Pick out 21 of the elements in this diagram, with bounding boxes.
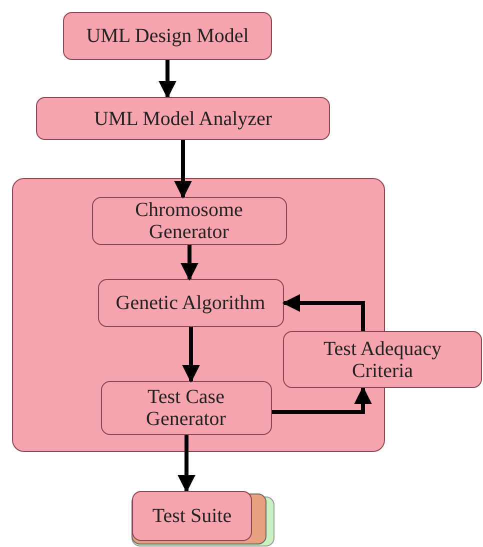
arrow	[282, 294, 365, 331]
arrow	[180, 245, 198, 281]
process-box	[132, 491, 252, 541]
arrow	[158, 60, 176, 99]
node-label: Test Adequacy Criteria	[322, 338, 442, 382]
process-box	[283, 331, 482, 388]
node-label: Genetic Algorithm	[116, 292, 266, 314]
node-label: Test Suite	[152, 505, 232, 527]
node-label: Chromosome Generator	[134, 198, 244, 242]
process-box	[36, 97, 330, 140]
arrow	[178, 435, 196, 493]
process-box	[98, 278, 284, 326]
node-label: UML Model Analyzer	[94, 108, 272, 130]
process-box	[100, 380, 272, 434]
node-label: UML Design Model	[86, 25, 249, 47]
arrow	[182, 327, 200, 383]
process-box	[63, 12, 272, 60]
arrow	[272, 386, 372, 414]
process-box	[92, 196, 286, 244]
arrow	[174, 140, 192, 199]
node-label: Test Case Generator	[145, 386, 227, 430]
